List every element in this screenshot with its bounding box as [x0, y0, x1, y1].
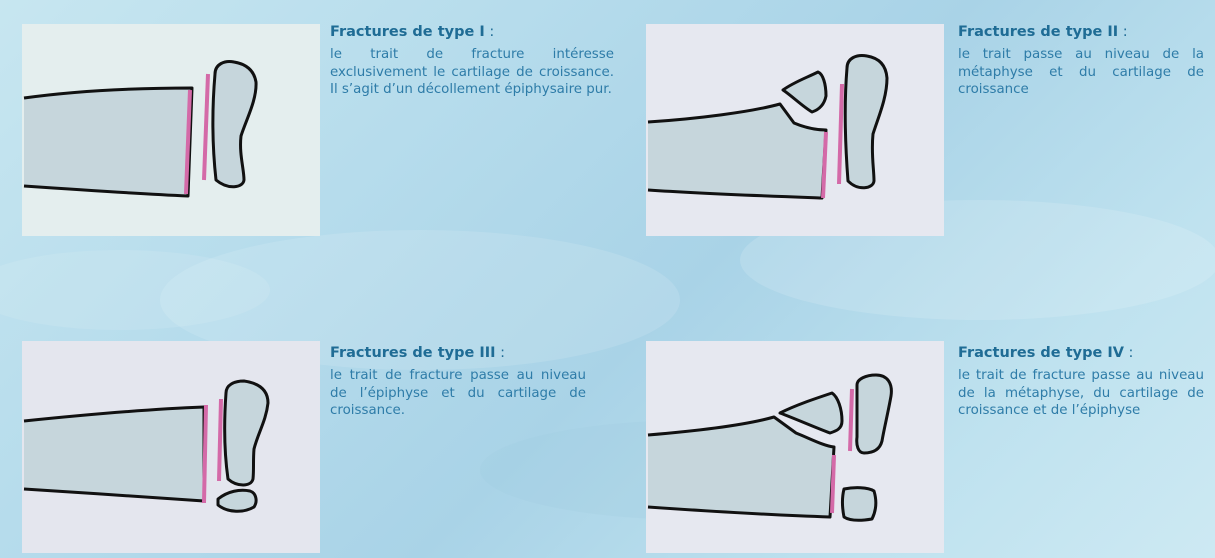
diagram-type-2 [646, 24, 944, 236]
metaphysis-bone [24, 88, 192, 196]
type-4-heading: Fractures de type IV : [958, 345, 1204, 361]
growth-cartilage-line [850, 389, 852, 451]
metaphysis-bone [648, 104, 826, 198]
type-2-title: Fractures de type II [958, 24, 1118, 40]
growth-cartilage-line [204, 74, 208, 180]
type-4-title: Fractures de type IV [958, 345, 1124, 361]
type-3-colon: : [496, 345, 506, 361]
type-1-title: Fractures de type I [330, 24, 485, 40]
metaphysis-bone [24, 407, 204, 501]
type-3-heading: Fractures de type III : [330, 345, 586, 361]
epiphyseal-fragment [218, 490, 256, 511]
epiphysis-bone [845, 56, 887, 188]
type-3-text: le trait de fracture passe au niveau de … [330, 367, 586, 420]
type-3-title: Fractures de type III [330, 345, 496, 361]
diagram-type-1 [22, 24, 320, 236]
description-type-2: Fractures de type II : le trait passe au… [958, 24, 1204, 99]
epiphysis-bone [225, 381, 268, 485]
type-4-colon: : [1124, 345, 1134, 361]
diagram-type-4 [646, 341, 944, 553]
description-type-1: Fractures de type I : le trait de fractu… [330, 24, 614, 99]
type-2-text: le trait passe au niveau de la métaphyse… [958, 46, 1204, 99]
type-1-heading: Fractures de type I : [330, 24, 614, 40]
type-4-text: le trait de fracture passe au niveau de … [958, 367, 1204, 420]
growth-cartilage-line [204, 405, 206, 503]
epiphysis-bone [213, 62, 256, 187]
type-1-text: le trait de fracture intéresse exclusive… [330, 46, 614, 99]
type-1-colon: : [485, 24, 495, 40]
diagram-type-3 [22, 341, 320, 553]
type-2-colon: : [1118, 24, 1128, 40]
type-2-heading: Fractures de type II : [958, 24, 1204, 40]
epiphyseal-fragment [843, 488, 876, 521]
description-type-3: Fractures de type III : le trait de frac… [330, 345, 586, 420]
growth-cartilage-line [839, 84, 842, 184]
metaphysis-bone [648, 417, 834, 517]
growth-cartilage-line [219, 399, 221, 481]
metaphyseal-fragment [783, 72, 826, 112]
epiphysis-bone [857, 375, 892, 453]
description-type-4: Fractures de type IV : le trait de fract… [958, 345, 1204, 420]
growth-cartilage-line [832, 455, 834, 513]
